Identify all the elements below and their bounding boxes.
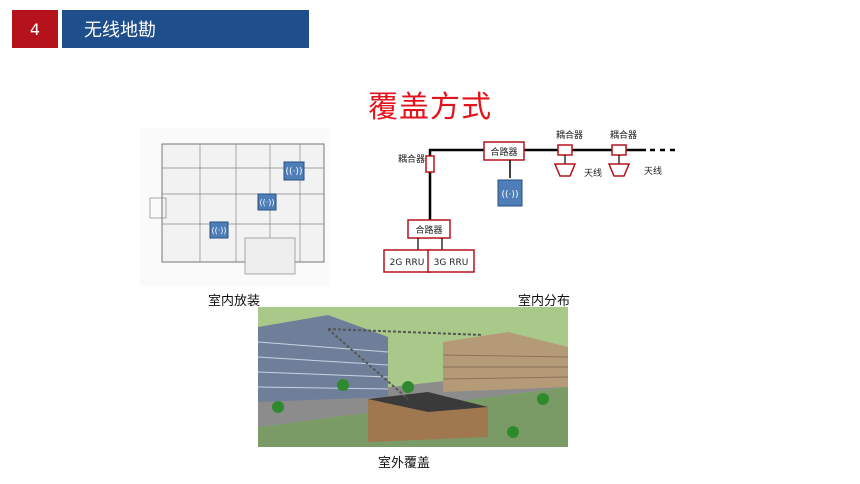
caption-indoor-distribution: 室内分布 bbox=[518, 294, 571, 309]
section-number-badge: 4 bbox=[12, 10, 58, 48]
combiner-top-label: 合路器 bbox=[490, 146, 517, 158]
svg-text:((·)): ((·)) bbox=[259, 198, 274, 207]
rru-2g-label: 2G RRU bbox=[390, 258, 425, 268]
slide-heading: 覆盖方式 bbox=[368, 90, 492, 125]
section-title: 无线地勘 bbox=[62, 10, 309, 48]
svg-text:((·)): ((·)) bbox=[286, 167, 303, 177]
coupler-left-label: 耦合器 bbox=[398, 153, 425, 165]
floor-plan-image: ((·)) ((·)) ((·)) bbox=[140, 128, 330, 286]
antenna-1-label: 天线 bbox=[584, 167, 602, 179]
antenna-icon bbox=[607, 163, 631, 177]
combiner-bottom-label: 合路器 bbox=[415, 224, 442, 236]
antenna-icon bbox=[553, 163, 577, 177]
outdoor-coverage-image bbox=[258, 307, 568, 447]
ap-icon: ((·)) bbox=[257, 193, 277, 211]
coupler-1-label: 耦合器 bbox=[556, 129, 583, 141]
antenna-2-label: 天线 bbox=[644, 165, 662, 177]
rru-3g-label: 3G RRU bbox=[434, 258, 469, 268]
ap-icon: ((·)) bbox=[283, 161, 305, 181]
distribution-diagram: 耦合器 合路器 ((·)) 耦合器 耦合器 天线 天线 合路器 2G RRU 3… bbox=[383, 129, 676, 273]
coupler-2-label: 耦合器 bbox=[610, 129, 637, 141]
caption-outdoor-coverage: 室外覆盖 bbox=[378, 456, 431, 471]
base-station-icon: ((·)) bbox=[497, 179, 523, 207]
ap-icon: ((·)) bbox=[209, 221, 229, 239]
caption-indoor-installation: 室内放装 bbox=[208, 294, 261, 309]
svg-text:((·)): ((·)) bbox=[211, 226, 226, 235]
svg-text:((·)): ((·)) bbox=[502, 190, 519, 200]
